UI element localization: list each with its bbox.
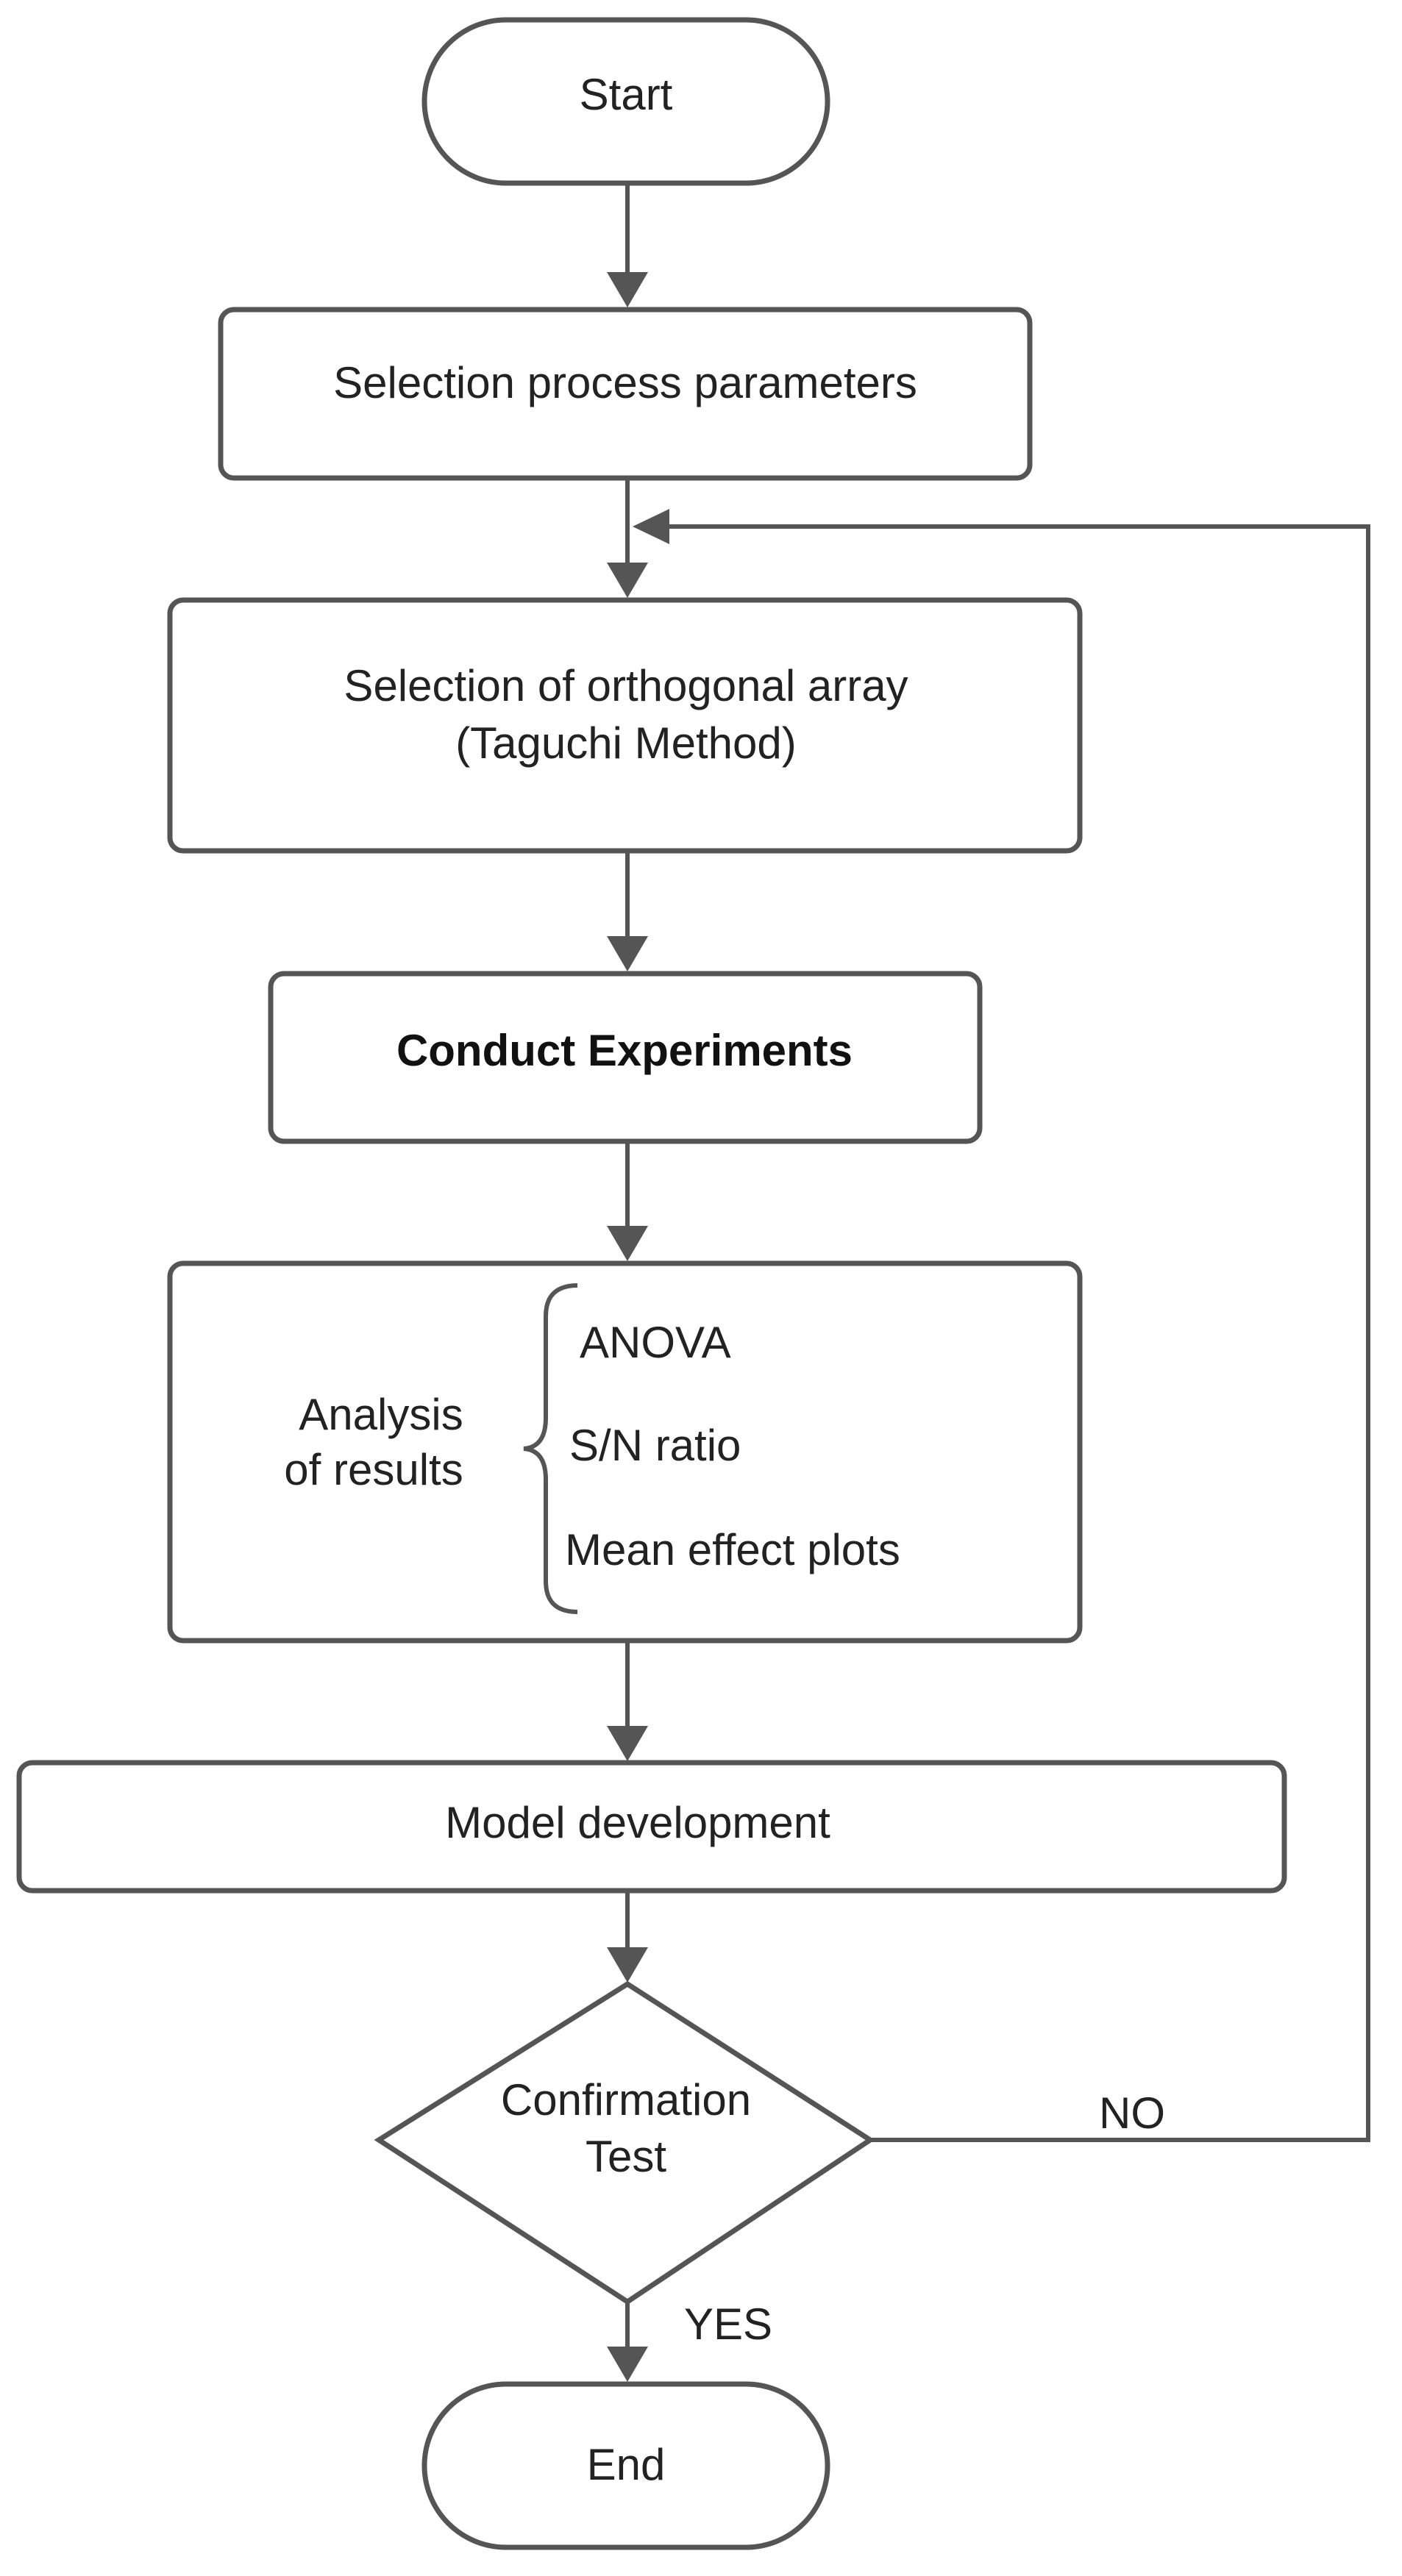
end-label: End xyxy=(587,2440,666,2489)
model-development-label: Model development xyxy=(445,1798,830,1847)
selection-parameters-node: Selection process parameters xyxy=(218,307,1033,481)
orthogonal-array-label-line1: Selection of orthogonal array xyxy=(344,661,908,710)
orthogonal-array-node: Selection of orthogonal array (Taguchi M… xyxy=(167,597,1083,854)
selection-parameters-label: Selection process parameters xyxy=(333,358,917,407)
arrowhead xyxy=(607,1226,648,1261)
arrowhead xyxy=(633,509,669,544)
conduct-experiments-label: Conduct Experiments xyxy=(396,1026,853,1075)
orthogonal-array-label-line2: (Taguchi Method) xyxy=(455,718,797,768)
conduct-experiments-node: Conduct Experiments xyxy=(268,971,983,1144)
arrowhead xyxy=(607,1726,648,1761)
yes-branch-label: YES xyxy=(684,2300,772,2349)
no-branch-label: NO xyxy=(1099,2088,1165,2138)
analysis-item-mean-effect-plots: Mean effect plots xyxy=(565,1525,900,1574)
arrowhead xyxy=(607,563,648,598)
end-node: End xyxy=(421,2381,830,2550)
analysis-node: Analysis of results ANOVA S/N ratio Mean… xyxy=(167,1260,1083,1644)
arrowhead xyxy=(607,1947,648,1983)
decision-diamond xyxy=(374,1980,875,2305)
analysis-brace xyxy=(523,1283,578,1614)
arrowhead xyxy=(607,272,648,307)
connectors xyxy=(607,184,1370,2382)
arrowhead xyxy=(607,936,648,971)
decision-label-line2: Test xyxy=(586,2132,666,2181)
arrowhead xyxy=(607,2347,648,2382)
start-label: Start xyxy=(580,70,673,119)
start-node: Start xyxy=(421,17,830,186)
model-development-node: Model development xyxy=(16,1760,1287,1894)
analysis-item-sn-ratio: S/N ratio xyxy=(569,1421,741,1470)
confirmation-decision-node: Confirmation Test xyxy=(374,1980,875,2305)
analysis-title-line2: of results xyxy=(284,1445,463,1494)
decision-label-line1: Confirmation xyxy=(501,2075,751,2124)
connector-decision-no-loop xyxy=(666,524,1370,2142)
analysis-title-line1: Analysis xyxy=(299,1390,463,1439)
analysis-item-anova: ANOVA xyxy=(580,1318,731,1367)
